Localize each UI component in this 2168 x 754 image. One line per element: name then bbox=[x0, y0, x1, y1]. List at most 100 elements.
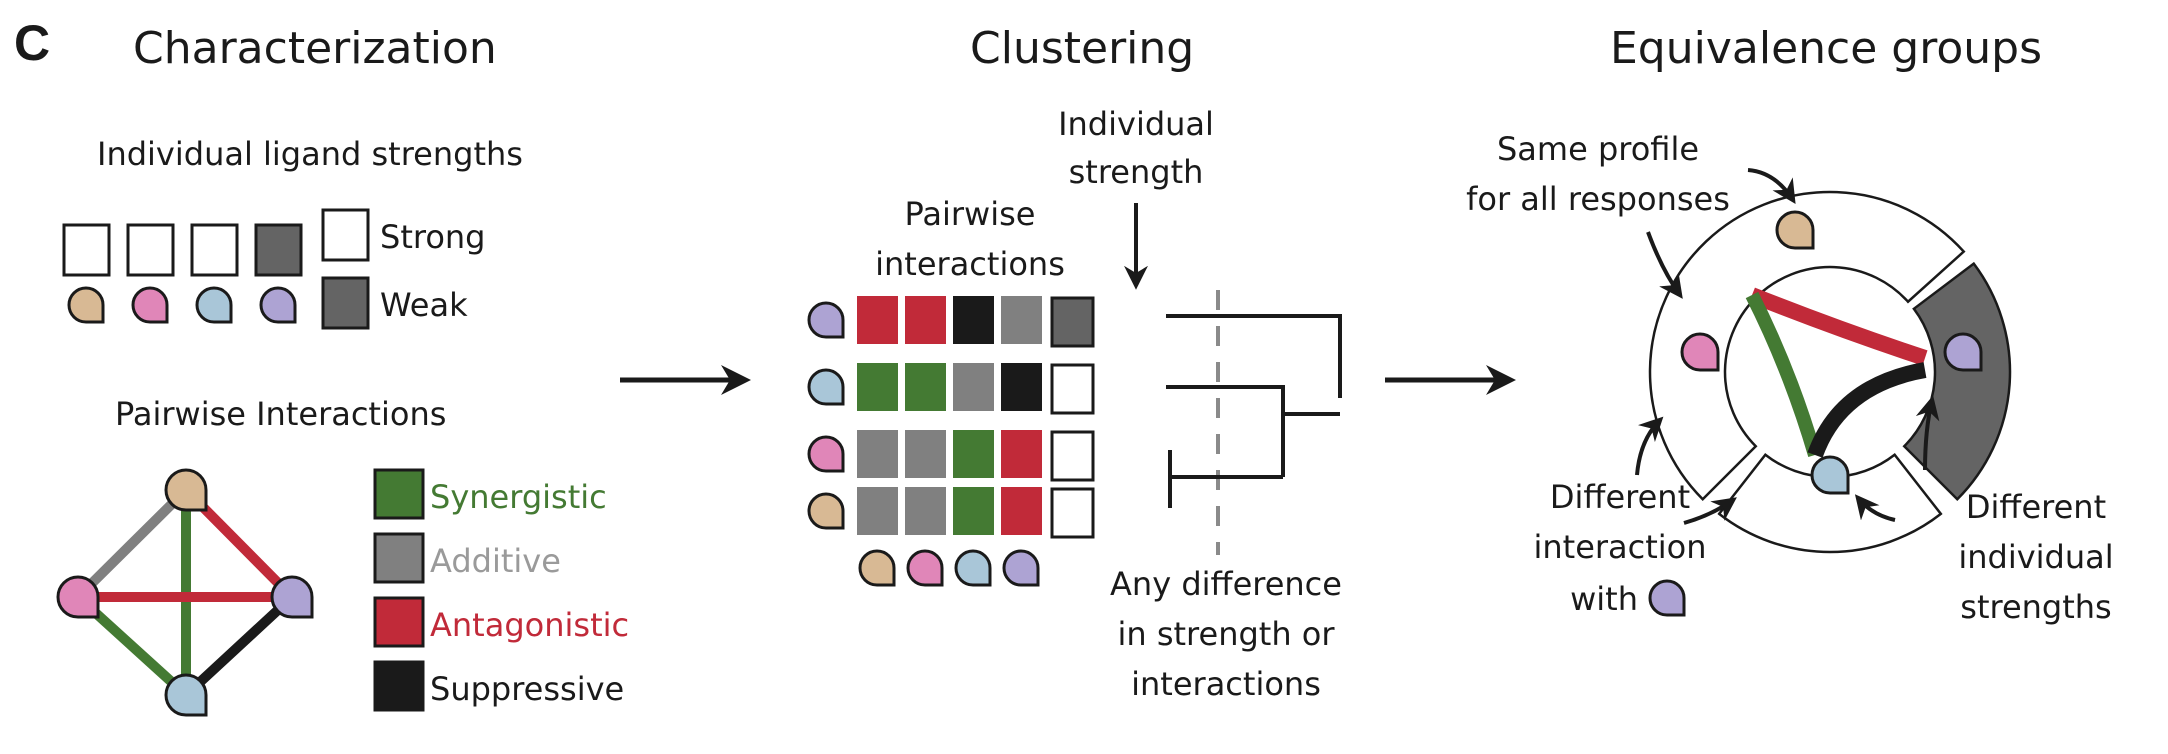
row-ligand-blue bbox=[807, 368, 845, 406]
ring-ligand-purple bbox=[1943, 332, 1983, 372]
panel-letter: C bbox=[14, 15, 50, 71]
matrix-cell-pink-purple-antagonistic bbox=[1001, 430, 1042, 478]
legend-label-suppressive: Suppressive bbox=[430, 670, 624, 708]
strength-ligand-blue bbox=[195, 286, 233, 324]
row-ligand-pink bbox=[807, 435, 845, 473]
group-purple bbox=[1902, 261, 2012, 502]
annotation-strength-line1: Different bbox=[1966, 488, 2106, 526]
clustering-title: Clustering bbox=[970, 23, 1194, 74]
matrix-cell-tan-purple-antagonistic bbox=[1001, 487, 1042, 535]
network-node-purple bbox=[270, 575, 314, 619]
cutoff-label-line3: interactions bbox=[1131, 665, 1321, 703]
strength-box-pink bbox=[126, 223, 175, 277]
matrix-cell-blue-purple-suppressive bbox=[1001, 363, 1042, 411]
interactions-title: Pairwise Interactions bbox=[115, 395, 446, 433]
matrix-cell-tan-blue-synergistic bbox=[953, 487, 994, 535]
network-node-blue bbox=[164, 673, 208, 717]
annotation-same-arrow-2 bbox=[1646, 231, 1683, 299]
inner-edge-synergistic bbox=[1745, 291, 1822, 457]
strength-box-blue bbox=[190, 223, 239, 277]
row-strength-purple-weak bbox=[1050, 296, 1095, 348]
ring-ligand-tan bbox=[1775, 210, 1815, 250]
legend-label-synergistic: Synergistic bbox=[430, 478, 607, 516]
strength-boxes bbox=[62, 223, 303, 277]
edge-purple-blue-suppressive bbox=[182, 593, 296, 699]
annotation-ligand-purple-shape bbox=[1648, 579, 1686, 617]
matrix-cell-tan-pink-additive bbox=[905, 487, 946, 535]
ring-ligand-blue bbox=[1810, 455, 1850, 495]
row-strength-tan-strong bbox=[1050, 487, 1095, 539]
strength-ligand-purple bbox=[259, 286, 297, 324]
annotation-same-line1: Same profile bbox=[1497, 130, 1699, 168]
legend-swatch-synergistic bbox=[373, 468, 425, 520]
strength-ligand-pink bbox=[131, 286, 169, 324]
matrix-cell-purple-tan-antagonistic bbox=[857, 296, 898, 344]
annotation-interaction-line3: with bbox=[1570, 580, 1638, 618]
matrix-cell-purple-pink-antagonistic bbox=[905, 296, 946, 344]
strength-label-line1: Individual bbox=[1058, 105, 1214, 143]
dendrogram bbox=[1166, 290, 1342, 555]
inner-edge-antagonistic bbox=[1749, 287, 1928, 366]
legend-label-additive: Additive bbox=[430, 542, 561, 580]
pairwise-label-line2: interactions bbox=[875, 245, 1065, 283]
annotation-interaction-arrow-2 bbox=[1683, 497, 1737, 525]
edge-tan-pink-additive bbox=[74, 486, 190, 601]
interaction-legend: SynergisticAdditiveAntagonisticSuppressi… bbox=[373, 468, 629, 712]
matrix-cell-pink-pink-additive bbox=[905, 430, 946, 478]
annotation-interaction-line2: interaction bbox=[1533, 528, 1706, 566]
col-ligand-blue bbox=[954, 549, 992, 587]
matrix-cell-blue-tan-synergistic bbox=[857, 363, 898, 411]
legend-label-strong: Strong bbox=[380, 218, 485, 256]
legend-swatch-suppressive bbox=[373, 660, 425, 712]
strength-box-tan bbox=[62, 223, 111, 277]
equivalence-title: Equivalence groups bbox=[1610, 23, 2042, 74]
annotation-strength-line2: individual bbox=[1958, 538, 2113, 576]
row-ligand-tan bbox=[807, 492, 845, 530]
annotation-strength-line3: strengths bbox=[1960, 588, 2111, 626]
strength-ligand-tan bbox=[67, 286, 105, 324]
matrix-cell-purple-purple-additive bbox=[1001, 296, 1042, 344]
inner-edge-suppressive bbox=[1807, 362, 1927, 458]
legend-swatch-weak bbox=[321, 276, 370, 330]
dendrogram-branch-blue bbox=[1166, 385, 1285, 477]
matrix-cell-pink-blue-synergistic bbox=[953, 430, 994, 478]
legend-label-antagonistic: Antagonistic bbox=[430, 606, 629, 644]
col-ligand-purple bbox=[1002, 549, 1040, 587]
strengths-title: Individual ligand strengths bbox=[97, 135, 523, 173]
network-node-tan bbox=[164, 468, 208, 512]
strength-label-line2: strength bbox=[1069, 153, 1204, 191]
legend-swatch-strong bbox=[321, 208, 370, 262]
characterization-title: Characterization bbox=[133, 23, 497, 74]
matrix-cell-pink-tan-additive bbox=[857, 430, 898, 478]
network-node-pink bbox=[56, 575, 100, 619]
equivalence-ring bbox=[1648, 190, 2012, 554]
strength-ligands bbox=[67, 286, 297, 324]
legend-label-weak: Weak bbox=[380, 286, 468, 324]
legend-swatch-additive bbox=[373, 532, 425, 584]
cutoff-label-line2: in strength or bbox=[1117, 615, 1335, 653]
annotation-same-line2: for all responses bbox=[1466, 180, 1730, 218]
annotation-interaction-line1: Different bbox=[1550, 478, 1690, 516]
annotation-ligand-purple bbox=[1648, 579, 1686, 617]
col-ligand-pink bbox=[906, 549, 944, 587]
ring-ligand-pink bbox=[1680, 332, 1720, 372]
row-strength-blue-strong bbox=[1050, 363, 1095, 415]
col-ligand-tan bbox=[858, 549, 896, 587]
matrix-cell-tan-tan-additive bbox=[857, 487, 898, 535]
pairwise-label-line1: Pairwise bbox=[905, 195, 1036, 233]
row-ligand-purple bbox=[807, 301, 845, 339]
interaction-matrix bbox=[807, 296, 1095, 587]
dendrogram-branch-purple bbox=[1166, 314, 1342, 398]
legend-swatch-antagonistic bbox=[373, 596, 425, 648]
row-strength-pink-strong bbox=[1050, 430, 1095, 482]
annotation-interaction-arrow-1 bbox=[1635, 416, 1664, 476]
matrix-cell-blue-pink-synergistic bbox=[905, 363, 946, 411]
annotation-same-arrow-1 bbox=[1747, 168, 1796, 205]
annotation-strength-arrow-2 bbox=[1854, 494, 1896, 522]
cutoff-label-line1: Any difference bbox=[1110, 565, 1342, 603]
interaction-network bbox=[56, 468, 314, 717]
group-tan-pink bbox=[1648, 190, 1966, 502]
annotation-strength-arrow-1 bbox=[1915, 395, 1940, 471]
